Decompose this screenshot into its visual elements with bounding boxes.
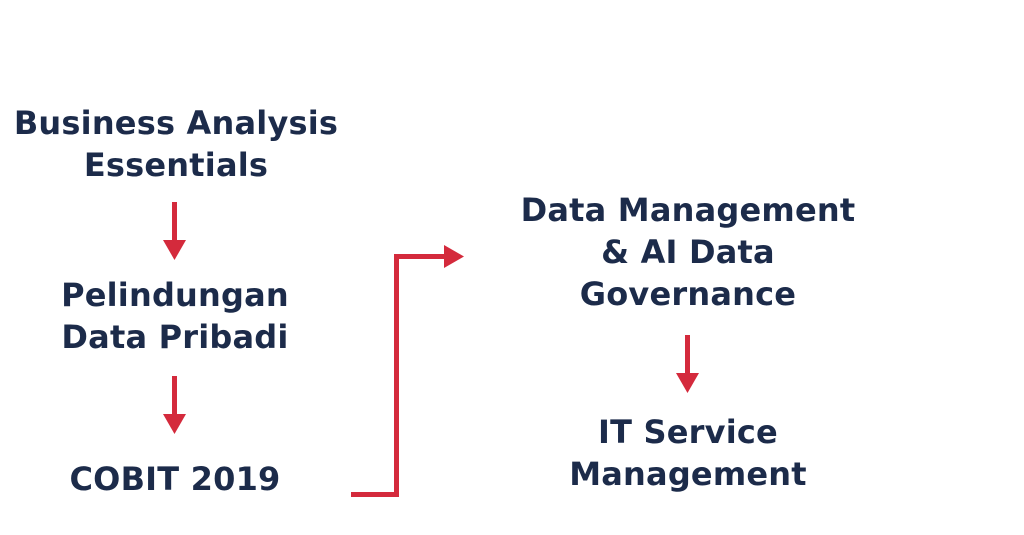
arrow-elbow-connector [351,245,464,497]
node-label-line: Business Analysis [13,104,339,142]
node-cobit-2019: COBIT 2019 [0,458,350,500]
node-data-management-ai-governance: Data Management & AI Data Governance [498,189,878,315]
node-label-line: Data Pribadi [61,318,289,356]
node-label-line: Management [569,455,807,493]
node-it-service-management: IT Service Management [498,411,878,495]
node-label-line: & AI Data [601,233,775,271]
arrow-down-2 [163,376,186,434]
node-pelindungan-data-pribadi: Pelindungan Data Pribadi [0,274,350,358]
node-label-line: Governance [579,275,797,313]
node-label-line: COBIT 2019 [69,460,281,498]
node-label-line: Essentials [83,146,269,184]
node-label-line: Pelindungan [61,276,289,314]
node-label-line: Data Management [520,191,856,229]
node-label-line: IT Service [598,413,778,451]
arrow-down-3 [676,335,699,393]
node-business-analysis-essentials: Business Analysis Essentials [0,102,352,186]
arrow-down-1 [163,202,186,260]
